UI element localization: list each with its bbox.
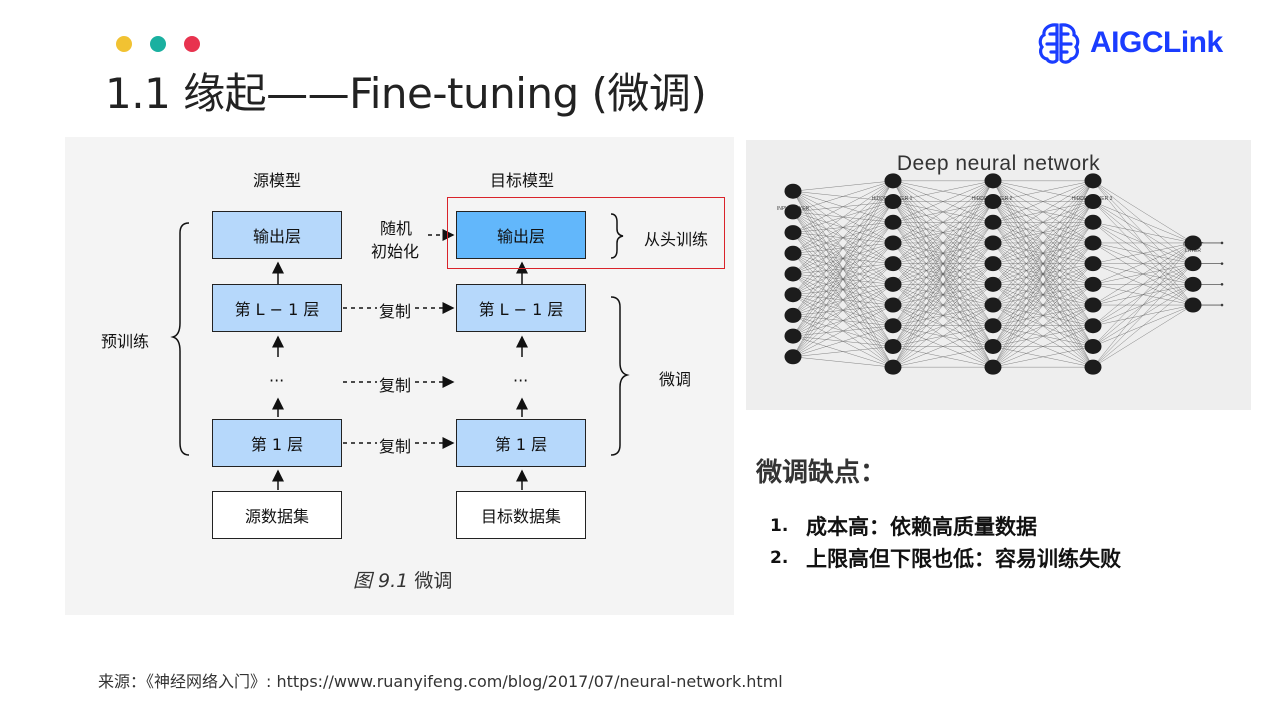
network-node <box>1084 276 1102 292</box>
source-citation: 来源：《神经网络入门》: https://www.ruanyifeng.com/… <box>98 672 783 691</box>
copy-label-2: 复制 <box>377 372 414 396</box>
network-node <box>984 318 1002 334</box>
list-item-number: 1. <box>770 516 789 536</box>
network-node <box>884 359 902 375</box>
network-node <box>984 173 1002 189</box>
source-output-layer: 输出层 <box>212 211 342 259</box>
source-layer-1: 第 1 层 <box>212 419 342 467</box>
network-node <box>784 266 802 282</box>
copy-label-3: 复制 <box>377 433 414 457</box>
target-model-title: 目标模型 <box>490 171 555 190</box>
network-node <box>1084 338 1102 354</box>
network-node <box>1184 297 1202 313</box>
network-graph <box>784 173 1224 375</box>
network-node <box>884 194 902 210</box>
list-item-number: 2. <box>770 548 789 568</box>
network-node <box>1084 256 1102 272</box>
target-ellipsis: ··· <box>513 371 529 390</box>
target-layer-1: 第 1 层 <box>456 419 586 467</box>
source-dataset: 源数据集 <box>212 491 342 539</box>
network-node <box>1184 235 1202 251</box>
network-node <box>984 297 1002 313</box>
network-node <box>784 204 802 220</box>
network-node <box>784 287 802 303</box>
decor-dot-teal <box>150 36 166 52</box>
network-node <box>1184 276 1202 292</box>
brand-name: AIGCLink <box>1090 26 1223 59</box>
diagram-connectors <box>170 213 630 490</box>
network-node <box>984 214 1002 230</box>
network-node <box>1084 318 1102 334</box>
network-node <box>784 225 802 241</box>
source-model-title: 源模型 <box>253 171 302 190</box>
caption-text: 微调 <box>414 570 453 592</box>
source-layer-l-minus-1: 第 L − 1 层 <box>212 284 342 332</box>
network-node <box>984 359 1002 375</box>
from-scratch-highlight <box>447 197 725 269</box>
network-node <box>1084 359 1102 375</box>
finetune-diagram-panel: 源模型 目标模型 输出层 第 L − 1 层 ··· 第 1 层 源数据集 输出… <box>65 137 734 615</box>
copy-label-1: 复制 <box>377 298 414 322</box>
network-node <box>1084 214 1102 230</box>
network-node <box>884 256 902 272</box>
source-ellipsis: ··· <box>269 371 285 390</box>
network-node <box>784 183 802 199</box>
network-node <box>884 214 902 230</box>
network-node <box>884 297 902 313</box>
list-item-text: 上限高但下限也低：容易训练失败 <box>806 547 1121 571</box>
network-node <box>984 235 1002 251</box>
network-node <box>984 256 1002 272</box>
network-node <box>884 173 902 189</box>
network-node <box>884 276 902 292</box>
brand-logo: AIGCLink <box>1036 20 1223 66</box>
network-node <box>1084 173 1102 189</box>
network-node <box>1084 235 1102 251</box>
network-node <box>884 235 902 251</box>
network-node <box>1084 194 1102 210</box>
drawbacks-list: 1. 成本高：依赖高质量数据 2. 上限高但下限也低：容易训练失败 <box>770 510 1121 574</box>
brain-icon <box>1038 23 1080 64</box>
network-node <box>1084 297 1102 313</box>
page-title: 1.1 缘起——Fine-tuning (微调) <box>105 69 707 118</box>
list-item: 2. 上限高但下限也低：容易训练失败 <box>770 542 1121 574</box>
target-dataset: 目标数据集 <box>456 491 586 539</box>
network-node <box>884 318 902 334</box>
random-init-line1: 随机 <box>380 219 413 238</box>
network-node <box>784 349 802 365</box>
random-init-line2: 初始化 <box>371 242 420 261</box>
list-item: 1. 成本高：依赖高质量数据 <box>770 510 1121 542</box>
network-node <box>984 194 1002 210</box>
drawbacks-heading: 微调缺点： <box>756 458 887 488</box>
list-item-text: 成本高：依赖高质量数据 <box>806 515 1037 539</box>
network-node <box>1184 256 1202 272</box>
target-layer-l-minus-1: 第 L − 1 层 <box>456 284 586 332</box>
network-edges <box>792 180 1224 368</box>
pretrain-label: 预训练 <box>101 332 150 351</box>
network-title: Deep neural network <box>896 152 1101 175</box>
decor-dot-yellow <box>116 36 132 52</box>
network-node <box>984 276 1002 292</box>
figure-caption: 图 9.1 微调 <box>353 566 452 593</box>
decor-dot-red <box>184 36 200 52</box>
caption-figure-number: 图 9.1 <box>353 570 409 592</box>
finetune-label: 微调 <box>659 370 692 389</box>
network-node <box>784 328 802 344</box>
neural-network-panel: Deep neural network INPUT LAYER HIDDEN L… <box>746 140 1251 410</box>
network-node <box>984 338 1002 354</box>
network-node <box>784 245 802 261</box>
network-node <box>884 338 902 354</box>
from-scratch-label: 从头训练 <box>644 230 709 249</box>
target-output-layer: 输出层 <box>456 211 586 259</box>
network-node <box>784 307 802 323</box>
